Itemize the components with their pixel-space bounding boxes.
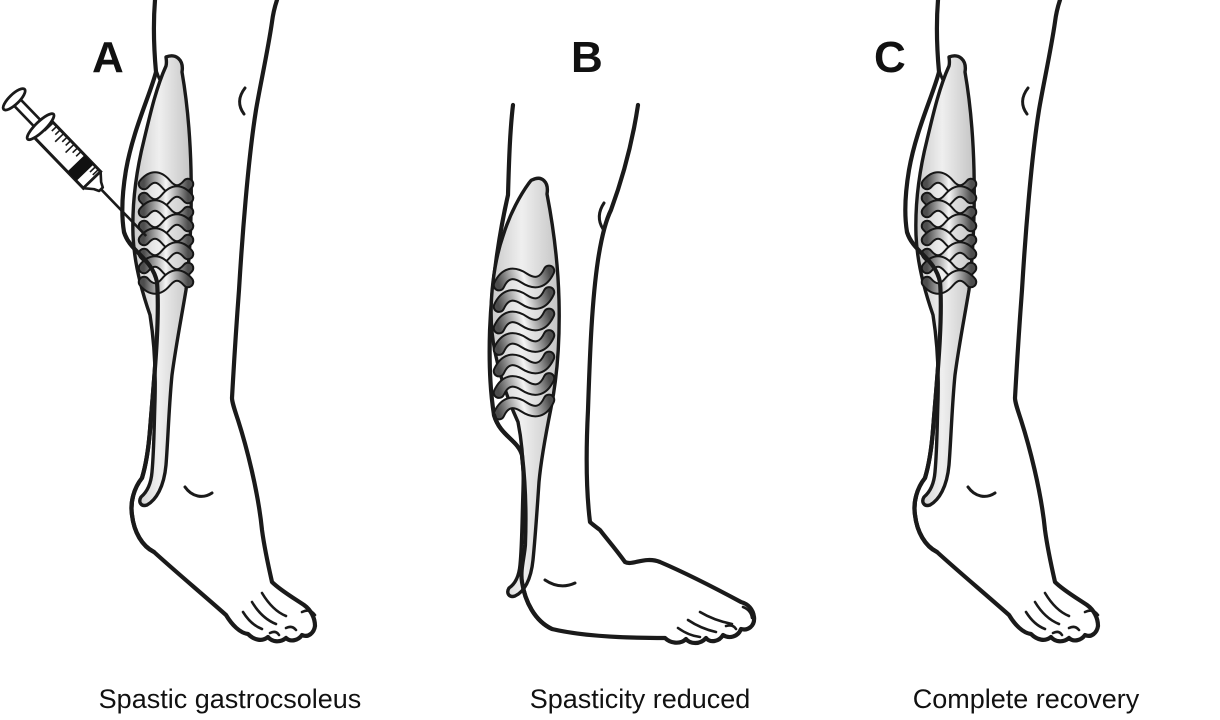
panel-c-letter: C (874, 33, 906, 82)
legs-illustration (1, 0, 1220, 660)
panel-c-caption: Complete recovery (912, 684, 1140, 714)
toe-details (676, 605, 754, 639)
ankle-crease-line (543, 578, 577, 588)
syringe-icon (1, 87, 148, 237)
muscle-spring (492, 264, 556, 421)
panel-a-caption: Spastic gastrocsoleus (98, 684, 362, 714)
panel-b-caption: Spasticity reduced (529, 684, 751, 714)
panel-b-letter: B (571, 33, 603, 82)
leg-illustration-b (487, 102, 757, 646)
knee-crease-line (597, 201, 606, 231)
leg-illustration-c (905, 0, 1098, 641)
leg-illustration-a (1, 0, 315, 641)
calf-skin-line (491, 412, 555, 632)
panel-a-letter: A (92, 33, 124, 82)
